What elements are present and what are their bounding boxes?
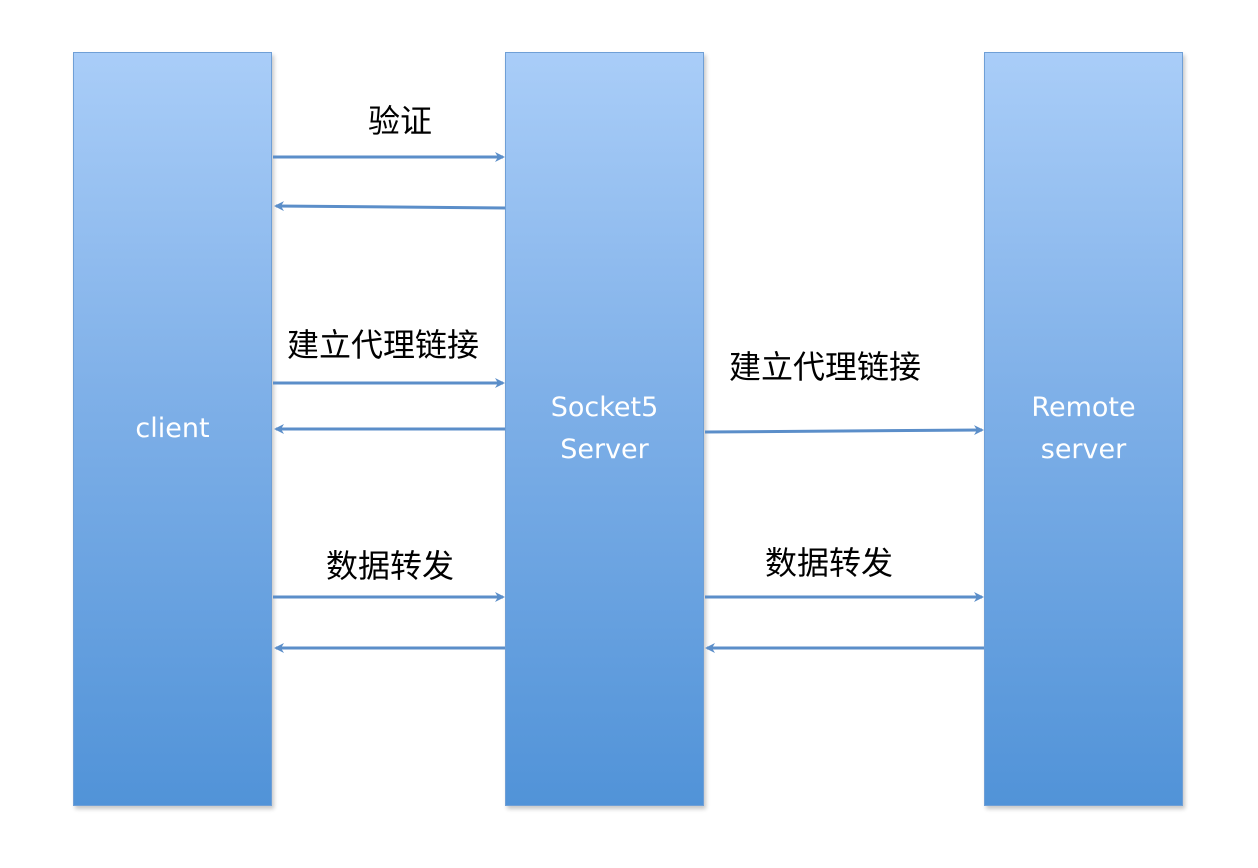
socks5-server-node: Socket5 Server [505,52,704,806]
forward-label-left: 数据转发 [326,547,455,585]
client-node: client [73,52,272,806]
remote-server-label-line2: server [1040,434,1127,465]
verify-label: 验证 [368,102,433,140]
forward-label-right: 数据转发 [765,544,894,582]
client-node-label: client [135,413,210,444]
arrow-auth-response [274,201,506,212]
proxy-link-label-left: 建立代理链接 [287,326,480,364]
proxy-link-label-right: 建立代理链接 [729,348,922,386]
remote-server-label-line1: Remote [1031,392,1136,423]
socks5-server-label-line2: Server [560,434,649,465]
socks5-server-label-line1: Socket5 [550,392,659,423]
remote-server-node: Remote server [984,52,1183,806]
arrow-server-connect-remote [704,425,984,436]
